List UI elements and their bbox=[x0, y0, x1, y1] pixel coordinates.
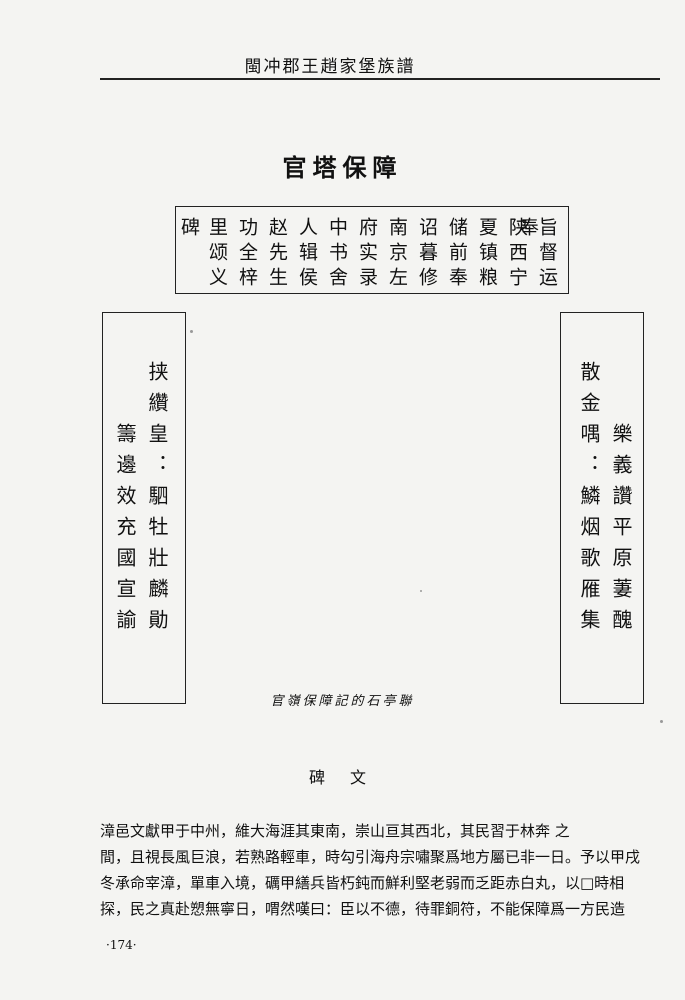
stele-section-title: 碑 文 bbox=[308, 768, 377, 787]
left-couplet-column-2: 籌邊效充國宣諭 bbox=[113, 423, 137, 640]
scan-speck bbox=[190, 330, 193, 333]
stele-text-line: 漳邑文獻甲于中州，維大海涯其東南，崇山亘其西北，其民習于林奔 之 bbox=[100, 822, 570, 840]
decree-column: 储前奉 bbox=[446, 217, 468, 292]
stele-text-line: 冬承命宰漳，單車入境，礪甲繕兵皆朽鈍而鮮利堅老弱而乏距赤白丸，以□時相 bbox=[100, 874, 625, 892]
decree-box: 旨督运奉 陕西宁 夏镇粮 储前奉 诏暮修 南京左 府实录 中书舍 人辑侯 赵先生… bbox=[175, 206, 569, 294]
decree-column: 功全梓 bbox=[236, 217, 258, 292]
page-number: ·174· bbox=[106, 938, 137, 952]
decree-column: 南京左 bbox=[386, 217, 408, 292]
decree-column: 中书舍 bbox=[326, 217, 348, 292]
left-couplet-column-1: 挟纘皇：駟牡壯麟勛 bbox=[145, 361, 169, 640]
header-rule bbox=[100, 78, 660, 80]
decree-column: 里颂义 bbox=[206, 217, 228, 292]
decree-column: 府实录 bbox=[356, 217, 378, 292]
decree-column: 碑 bbox=[178, 217, 200, 242]
stele-text-line: 探，民之真赴愬無寧日，喟然嘆曰：臣以不德，待罪銅符，不能保障爲一方民造 bbox=[100, 900, 626, 918]
decree-column: 旨督运奉 bbox=[517, 217, 558, 292]
decree-column: 夏镇粮 bbox=[476, 217, 498, 292]
left-couplet-panel: 挟纘皇：駟牡壯麟勛 籌邊效充國宣諭 bbox=[102, 312, 186, 704]
page-title: 官塔保障 bbox=[282, 153, 403, 182]
photo-caption: 官嶺保障記的石亭聯 bbox=[270, 694, 415, 709]
right-couplet-column-1: 樂義讚平原萋醜 bbox=[609, 423, 633, 640]
stele-body-text: 漳邑文獻甲于中州，維大海涯其東南，崇山亘其西北，其民習于林奔 之 間，且視長風巨… bbox=[100, 818, 660, 922]
decree-column: 诏暮修 bbox=[416, 217, 438, 292]
right-couplet-column-2: 散金喁：鱗烟歌雁集 bbox=[577, 361, 601, 640]
scan-speck bbox=[660, 720, 663, 723]
scan-speck bbox=[420, 590, 422, 592]
decree-column: 人辑侯 bbox=[296, 217, 318, 292]
right-couplet-panel: 樂義讚平原萋醜 散金喁：鱗烟歌雁集 bbox=[560, 312, 644, 704]
stele-text-line: 間，且視長風巨浪，若熟路輕車，時勾引海舟宗嘯聚爲地方屬已非一日。予以甲戌 bbox=[100, 848, 641, 866]
decree-column: 陕西宁 bbox=[506, 217, 528, 292]
decree-column: 赵先生 bbox=[266, 217, 288, 292]
book-title-header: 閩冲郡王趙家堡族譜 bbox=[244, 57, 416, 77]
